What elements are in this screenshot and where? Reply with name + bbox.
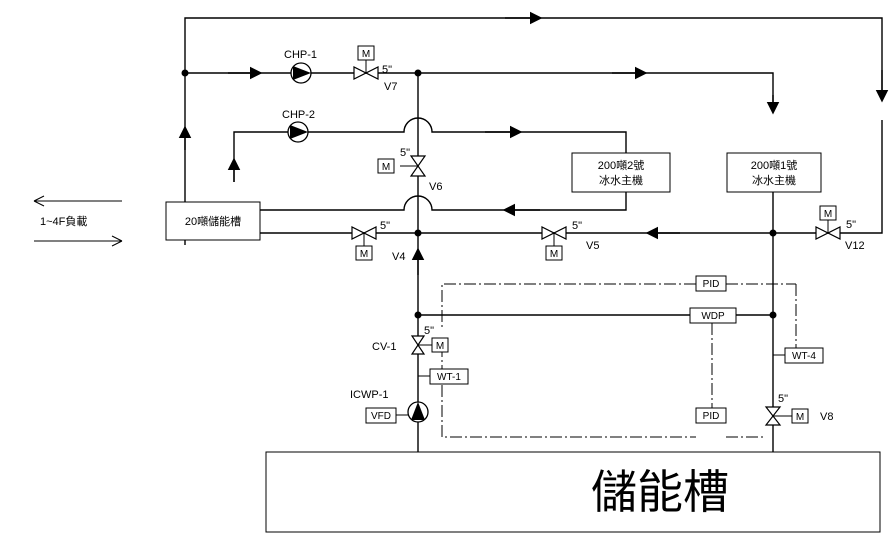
cv1-size: 5"	[424, 325, 434, 337]
v6-size: 5"	[400, 147, 410, 159]
v8-label: V8	[820, 411, 833, 423]
svg-text:200噸2號: 200噸2號	[598, 158, 644, 172]
svg-text:冰水主機: 冰水主機	[752, 173, 796, 187]
svg-text:WT-4: WT-4	[792, 351, 816, 362]
v12-label: V12	[845, 240, 865, 252]
load-label: 1~4F負載	[40, 215, 87, 228]
svg-text:冰水主機: 冰水主機	[599, 173, 643, 187]
chp2-label: CHP-2	[282, 109, 315, 121]
svg-text:M: M	[796, 412, 804, 423]
svg-text:20噸儲能槽: 20噸儲能槽	[185, 214, 241, 228]
load-arrows	[33, 195, 123, 247]
v7-motor-box: M	[357, 45, 375, 61]
small-storage-tank: 20噸儲能槽	[165, 201, 261, 241]
svg-text:儲能槽: 儲能槽	[591, 465, 729, 519]
svg-text:M: M	[550, 249, 558, 260]
wt4-box: WT-4	[784, 347, 824, 364]
main-storage-tank: 儲能槽	[265, 451, 881, 533]
v8-valve-icon[interactable]	[764, 406, 792, 426]
chp1-pump-icon[interactable]	[290, 62, 312, 84]
v4-valve-icon[interactable]	[351, 226, 377, 246]
icwp1-label: ICWP-1	[350, 389, 389, 401]
v4-size: 5"	[380, 220, 390, 232]
svg-text:M: M	[360, 249, 368, 260]
v6-motor-box: M	[377, 158, 395, 174]
svg-text:PID: PID	[703, 279, 720, 290]
v12-motor-box: M	[819, 205, 837, 221]
svg-text:WT-1: WT-1	[437, 372, 461, 383]
v5-label: V5	[586, 240, 599, 252]
cv1-label: CV-1	[372, 341, 396, 353]
cv1-valve-icon[interactable]	[410, 335, 432, 355]
v7-size: 5"	[382, 64, 392, 76]
v5-size: 5"	[572, 220, 582, 232]
svg-text:WDP: WDP	[701, 311, 725, 322]
wdp-box: WDP	[689, 307, 737, 324]
chiller-1-box: 200噸1號 冰水主機	[726, 152, 822, 193]
svg-text:M: M	[436, 341, 444, 352]
v12-size: 5"	[846, 219, 856, 231]
chiller-2-box: 200噸2號 冰水主機	[571, 152, 671, 193]
svg-text:M: M	[362, 49, 370, 60]
v8-motor-box: M	[791, 408, 809, 424]
chp1-supply-pipe	[185, 72, 774, 110]
pid-box-top: PID	[695, 275, 727, 292]
v7-label: V7	[384, 81, 397, 93]
chp2-pump-icon[interactable]	[287, 121, 309, 143]
svg-text:PID: PID	[703, 411, 720, 422]
pid-control-loop	[441, 283, 696, 330]
vfd-box: VFD	[365, 407, 397, 424]
svg-text:M: M	[824, 209, 832, 220]
v12-valve-icon[interactable]	[815, 220, 841, 240]
cv1-motor-box: M	[431, 337, 449, 353]
v7-valve-icon[interactable]	[353, 60, 379, 80]
chiller2-return-pipe	[260, 192, 627, 211]
svg-text:200噸1號: 200噸1號	[751, 158, 797, 172]
svg-text:M: M	[382, 162, 390, 173]
icwp1-pump-icon[interactable]	[407, 401, 429, 423]
v8-size: 5"	[778, 393, 788, 405]
v5-motor-box: M	[545, 245, 563, 261]
v5-valve-icon[interactable]	[541, 226, 567, 246]
v4-motor-box: M	[355, 245, 373, 261]
chp1-label: CHP-1	[284, 49, 317, 61]
svg-text:VFD: VFD	[371, 411, 391, 422]
wt1-box: WT-1	[429, 368, 469, 385]
v6-label: V6	[429, 181, 442, 193]
v6-valve-icon[interactable]	[400, 155, 427, 177]
v4-label: V4	[392, 251, 405, 263]
pid-box-bottom: PID	[695, 407, 727, 424]
